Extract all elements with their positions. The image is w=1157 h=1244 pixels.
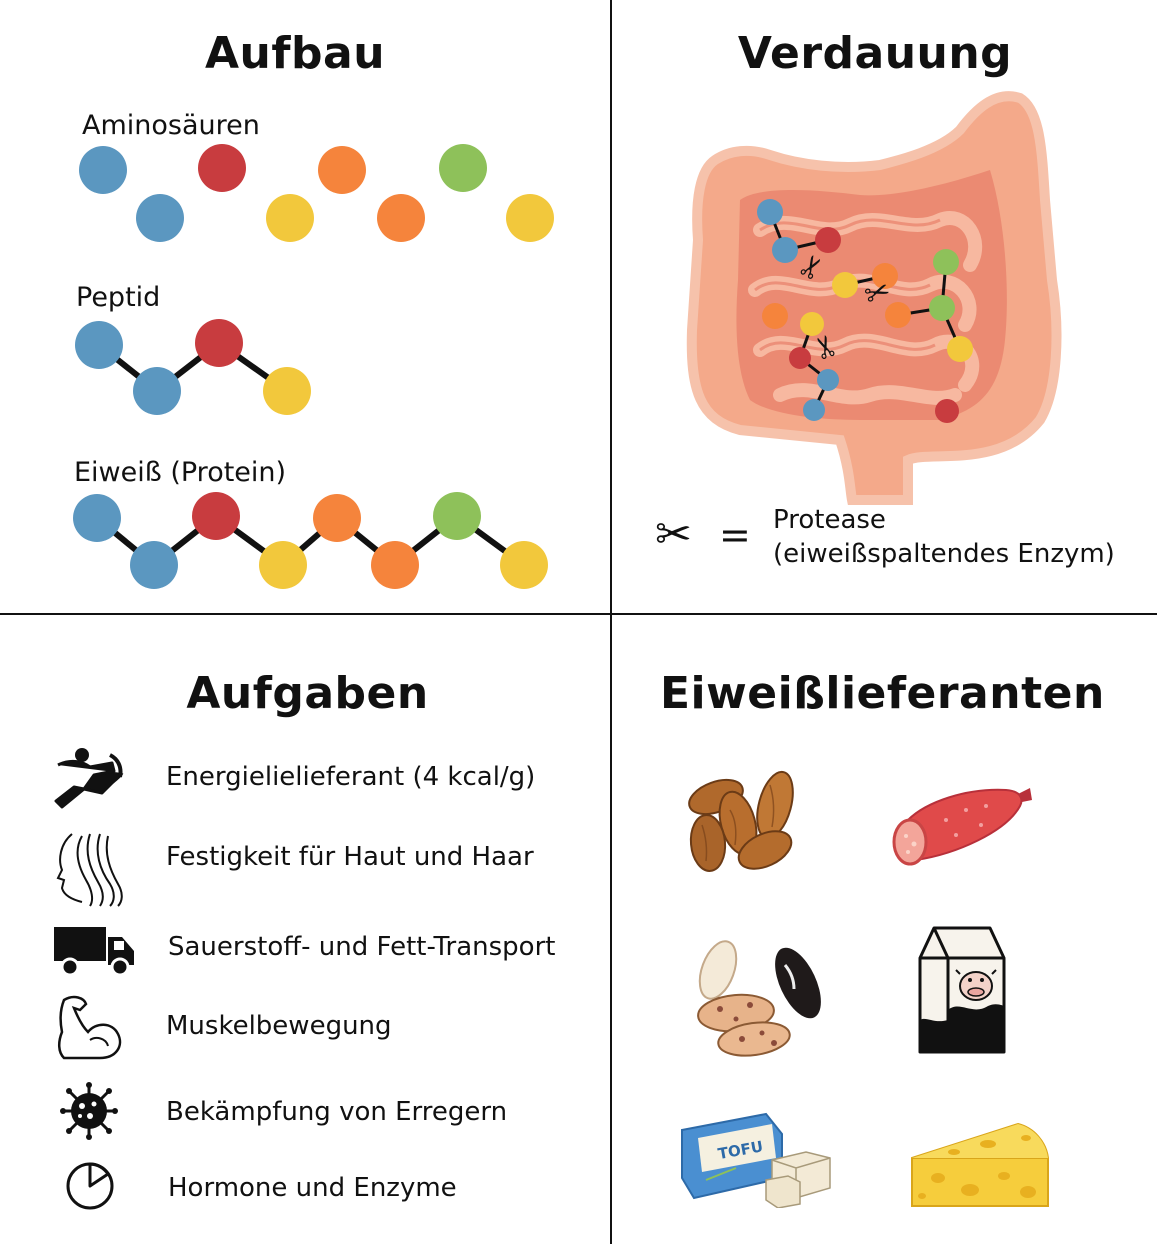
peptide-bead-blue: [75, 321, 123, 369]
task-item: Festigkeit für Haut und Haar: [166, 842, 534, 872]
digestion-title: Verdauung: [737, 28, 1013, 79]
peptide-label: Peptid: [76, 282, 161, 313]
runner-icon: [54, 748, 124, 809]
peptide-bead-blue: [133, 367, 181, 415]
fragment-beads: [757, 199, 973, 423]
tasks-title: Aufgaben: [186, 668, 429, 719]
structure-diagram: [73, 144, 554, 589]
task-item: Hormone und Enzyme: [168, 1173, 457, 1203]
amino-acids-label: Aminosäuren: [82, 110, 260, 141]
beans-icon: [697, 940, 821, 1057]
protein-bead-orange: [371, 541, 419, 589]
protease-term: Protease: [773, 505, 886, 535]
amino-acids-row: [79, 144, 554, 242]
cow-face-icon: [955, 969, 997, 1001]
amino-acid-red: [198, 144, 246, 192]
protein-bead-yellow: [259, 541, 307, 589]
structure-title: Aufbau: [204, 28, 386, 79]
protein-label: Eiweiß (Protein): [74, 457, 287, 488]
equals-sign: =: [719, 513, 751, 557]
protein-bead-orange: [313, 494, 361, 542]
scissors-icon: ✂: [655, 509, 692, 560]
vertical-divider: [610, 0, 612, 1244]
sources-title: Eiweißlieferanten: [660, 668, 1105, 719]
protease-definition: (eiweißspaltendes Enzym): [773, 539, 1115, 569]
protein-chain: [73, 492, 548, 589]
truck-icon: [54, 927, 134, 977]
salami-icon: [892, 788, 1032, 866]
task-item: Muskelbewegung: [166, 1011, 392, 1041]
peptide-bead-yellow: [263, 367, 311, 415]
digestion-diagram: ✂ ✂ ✂: [686, 91, 1062, 505]
pie-chart-icon: [66, 1162, 114, 1210]
amino-acid-orange: [318, 146, 366, 194]
tofu-icon: TOFU: [681, 1112, 831, 1208]
protein-bead-green: [433, 492, 481, 540]
protease-legend: ✂ = Protease (eiweißspaltendes Enzym): [655, 505, 1145, 575]
peptide-bead-red: [195, 319, 243, 367]
amino-acid-yellow: [506, 194, 554, 242]
protein-bead-yellow: [500, 541, 548, 589]
peptide-chain: [75, 319, 311, 415]
amino-acid-yellow: [266, 194, 314, 242]
milk-carton-icon: [918, 926, 1006, 1054]
muscle-icon: [58, 995, 122, 1060]
task-item: Sauerstoff- und Fett-Transport: [168, 932, 556, 962]
hair-icon: [56, 833, 123, 907]
amino-acid-orange: [377, 194, 425, 242]
cheese-icon: [911, 1122, 1049, 1207]
amino-acid-green: [439, 144, 487, 192]
protein-bead-blue: [130, 541, 178, 589]
amino-acid-blue: [79, 146, 127, 194]
task-item: Energielielieferant (4 kcal/g): [166, 762, 536, 792]
almonds-icon: [688, 770, 794, 872]
protein-bead-red: [192, 492, 240, 540]
amino-acid-blue: [136, 194, 184, 242]
virus-icon: [60, 1082, 118, 1140]
task-item: Bekämpfung von Erregern: [166, 1097, 508, 1127]
horizontal-divider: [0, 613, 1157, 615]
protein-bead-blue: [73, 494, 121, 542]
